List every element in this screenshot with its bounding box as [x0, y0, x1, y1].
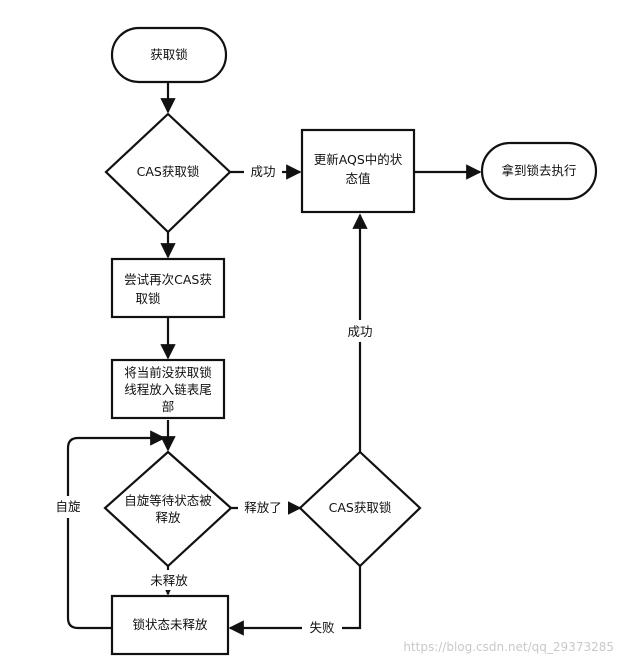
spin-wait-decision — [103, 450, 233, 568]
retry-cas-label-line1: 尝试再次CAS获 — [124, 272, 212, 287]
edge-label-success-1: 成功 — [250, 164, 275, 179]
edge-label-bg-success1 — [244, 160, 282, 182]
edge-label-success-2: 成功 — [347, 324, 372, 339]
edge-label-bg-not-released — [144, 570, 194, 590]
edge-label-bg-spin — [50, 496, 86, 518]
execute-node-label: 拿到锁去执行 — [501, 163, 576, 178]
update-aqs-state-box — [300, 128, 416, 214]
edge-label-bg-fail — [302, 617, 342, 639]
enqueue-thread-label-line2: 线程放入链表尾 — [124, 382, 212, 397]
edge-label-bg-released — [238, 497, 288, 519]
start-node-label: 获取锁 — [150, 47, 188, 62]
spin-wait-decision-label-line1: 自旋等待状态被 — [124, 493, 212, 508]
cas-acquire-decision — [104, 112, 232, 234]
edge-label-not-released: 未释放 — [150, 573, 188, 588]
edge-cas2-to-notreleased — [228, 566, 362, 636]
cas-retry-decision — [298, 450, 422, 568]
enqueue-thread-label-line3: 部 — [162, 399, 175, 414]
watermark-text: https://blog.csdn.net/qq_29373285 — [403, 640, 614, 654]
edge-spin-loop — [66, 430, 166, 630]
cas-acquire-decision-label: CAS获取锁 — [137, 164, 200, 179]
edge-label-released: 释放了 — [244, 500, 282, 515]
lock-not-released-box — [110, 594, 230, 656]
edge-label-bg-success2 — [340, 320, 380, 342]
retry-cas-box — [110, 257, 226, 319]
update-aqs-state-label-line1: 更新AQS中的状 — [314, 152, 403, 167]
enqueue-thread-label-line1: 将当前没获取锁 — [124, 365, 212, 380]
execute-node — [480, 141, 598, 201]
edge-label-fail: 失败 — [309, 620, 335, 635]
lock-not-released-label: 锁状态未释放 — [132, 617, 208, 632]
spin-wait-decision-label-line2: 释放 — [155, 510, 181, 525]
enqueue-thread-box — [110, 358, 226, 420]
cas-retry-decision-label: CAS获取锁 — [329, 500, 392, 515]
update-aqs-state-label-line2: 态值 — [345, 171, 370, 186]
start-node — [110, 26, 228, 84]
retry-cas-label-line2: 取锁 — [135, 291, 161, 306]
edge-label-spin: 自旋 — [55, 499, 81, 514]
